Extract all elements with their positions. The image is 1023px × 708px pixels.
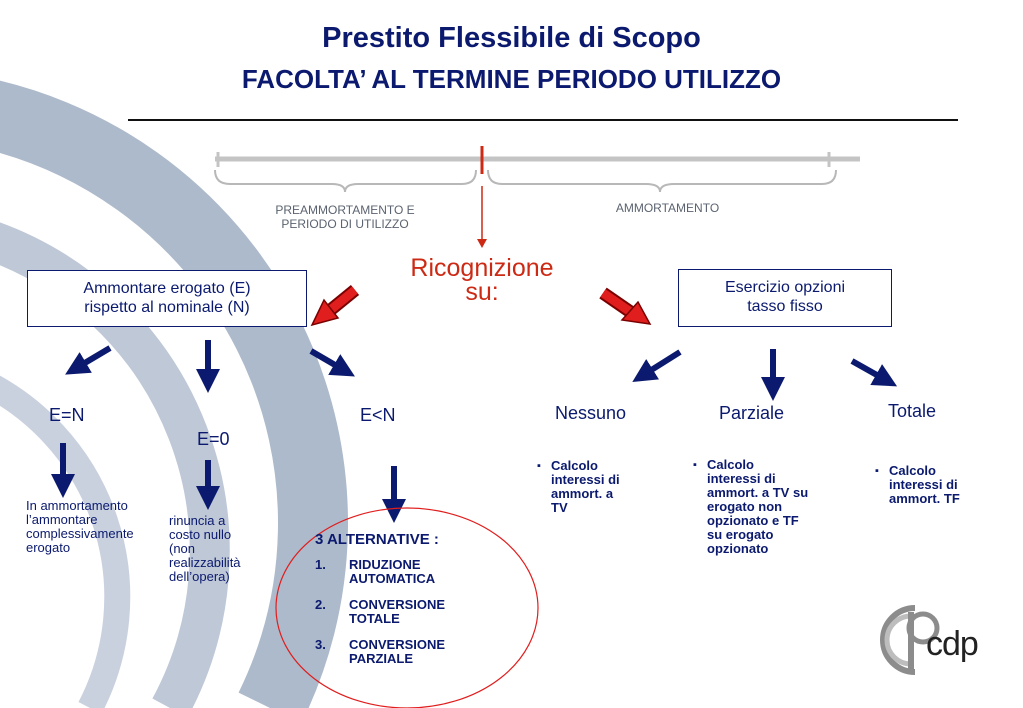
box-esercizio-line-1: Esercizio opzioni bbox=[724, 279, 846, 296]
arrow-diagonal-icon-nessuno bbox=[632, 349, 682, 382]
alternative-1: 1. RIDUZIONE AUTOMATICA bbox=[315, 558, 505, 588]
ricognizione-line-1: Ricognizione bbox=[410, 254, 554, 282]
text-parziale-line-1: Calcolo bbox=[707, 457, 754, 472]
label-elt: E<N bbox=[360, 405, 396, 425]
alternative-1-line-2: AUTOMATICA bbox=[349, 571, 436, 586]
text-totale-line-3: ammort. TF bbox=[889, 491, 960, 506]
red-arrow-icon-right bbox=[599, 287, 652, 325]
label-parziale: Parziale bbox=[719, 403, 785, 423]
alternative-1-line-1: RIDUZIONE bbox=[349, 557, 421, 572]
text-nessuno-line-2: interessi di bbox=[551, 472, 620, 487]
text-nessuno-line-1: Calcolo bbox=[551, 458, 598, 473]
label-en: E=N bbox=[49, 405, 85, 425]
alternative-2-num: 2. bbox=[315, 597, 326, 612]
text-en-line-3: complessivamente bbox=[26, 526, 134, 541]
label-e0: E=0 bbox=[197, 429, 230, 449]
alternative-2: 2. CONVERSIONE TOTALE bbox=[315, 598, 505, 628]
text-parziale-line-7: opzionato bbox=[707, 541, 769, 556]
text-parziale-line-2: interessi di bbox=[707, 471, 776, 486]
text-totale-line-1: Calcolo bbox=[889, 463, 936, 478]
box-ammontare-line-1: Ammontare erogato (E) bbox=[83, 280, 251, 297]
title-line-2: FACOLTA’ AL TERMINE PERIODO UTILIZZO bbox=[241, 64, 782, 94]
text-en-line-2: l’ammontare bbox=[26, 512, 98, 527]
text-en-detail: In ammortamento l’ammontare complessivam… bbox=[26, 499, 176, 555]
alternatives-ellipse bbox=[275, 507, 539, 708]
alternative-3-num: 3. bbox=[315, 637, 326, 652]
text-totale-detail: Calcolo interessi di ammort. TF bbox=[875, 463, 999, 506]
box-ammontare-line-2: rispetto al nominale (N) bbox=[84, 299, 250, 316]
text-e0-line-1: rinuncia a bbox=[169, 513, 226, 528]
cdp-logo-icon bbox=[880, 605, 940, 675]
text-parziale-line-4: erogato non bbox=[707, 499, 783, 514]
ricognizione-label: Ricognizione su: bbox=[372, 254, 592, 306]
arrow-diagonal-icon-en bbox=[65, 345, 112, 375]
box-esercizio-line-2: tasso fisso bbox=[747, 298, 823, 315]
logo-text: cdp bbox=[926, 625, 979, 663]
text-e0-line-5: dell’opera) bbox=[169, 569, 230, 584]
ricognizione-line-2: su: bbox=[465, 278, 499, 306]
phase-preammortamento-line-1: PREAMMORTAMENTO E bbox=[275, 203, 415, 217]
text-parziale-detail: Calcolo interessi di ammort. a TV su ero… bbox=[693, 457, 842, 556]
text-parziale-line-3: ammort. a TV su bbox=[707, 485, 809, 500]
text-nessuno-line-4: TV bbox=[551, 500, 568, 515]
text-en-line-1: In ammortamento bbox=[26, 498, 128, 513]
alternative-1-num: 1. bbox=[315, 557, 326, 572]
arrow-diagonal-icon-totale bbox=[850, 358, 898, 387]
alternative-2-line-2: TOTALE bbox=[349, 611, 400, 626]
box-esercizio-opzioni: Esercizio opzioni tasso fisso bbox=[678, 269, 892, 327]
alternatives-title: 3 ALTERNATIVE : bbox=[315, 531, 439, 548]
alternative-3-line-1: CONVERSIONE bbox=[349, 637, 446, 652]
text-e0-detail: rinuncia a costo nullo (non realizzabili… bbox=[169, 514, 279, 584]
text-en-line-4: erogato bbox=[26, 540, 71, 555]
phase-preammortamento-line-2: PERIODO DI UTILIZZO bbox=[281, 217, 409, 231]
title-line-1: Prestito Flessibile di Scopo bbox=[322, 22, 701, 54]
text-nessuno-detail: Calcolo interessi di ammort. a TV bbox=[537, 458, 661, 515]
label-nessuno: Nessuno bbox=[555, 403, 627, 423]
text-parziale-line-6: su erogato bbox=[707, 527, 774, 542]
red-arrow-icon-left bbox=[310, 284, 360, 327]
text-nessuno-line-3: ammort. a bbox=[551, 486, 614, 501]
text-parziale-line-5: opzionato e TF bbox=[707, 513, 799, 528]
alternative-2-line-1: CONVERSIONE bbox=[349, 597, 446, 612]
text-e0-line-2: costo nullo bbox=[169, 527, 232, 542]
text-e0-line-3: (non bbox=[169, 541, 196, 556]
arrow-diagonal-icon-elt bbox=[309, 348, 355, 377]
alternative-3-line-2: PARZIALE bbox=[349, 651, 414, 666]
alternative-3: 3. CONVERSIONE PARZIALE bbox=[315, 638, 505, 668]
phase-preammortamento: PREAMMORTAMENTO E PERIODO DI UTILIZZO bbox=[240, 203, 450, 231]
text-e0-line-4: realizzabilità bbox=[169, 555, 241, 570]
text-totale-line-2: interessi di bbox=[889, 477, 958, 492]
phase-ammortamento: AMMORTAMENTO bbox=[615, 201, 720, 215]
label-totale: Totale bbox=[888, 401, 937, 421]
box-ammontare-erogato: Ammontare erogato (E) rispetto al nomina… bbox=[27, 270, 307, 327]
